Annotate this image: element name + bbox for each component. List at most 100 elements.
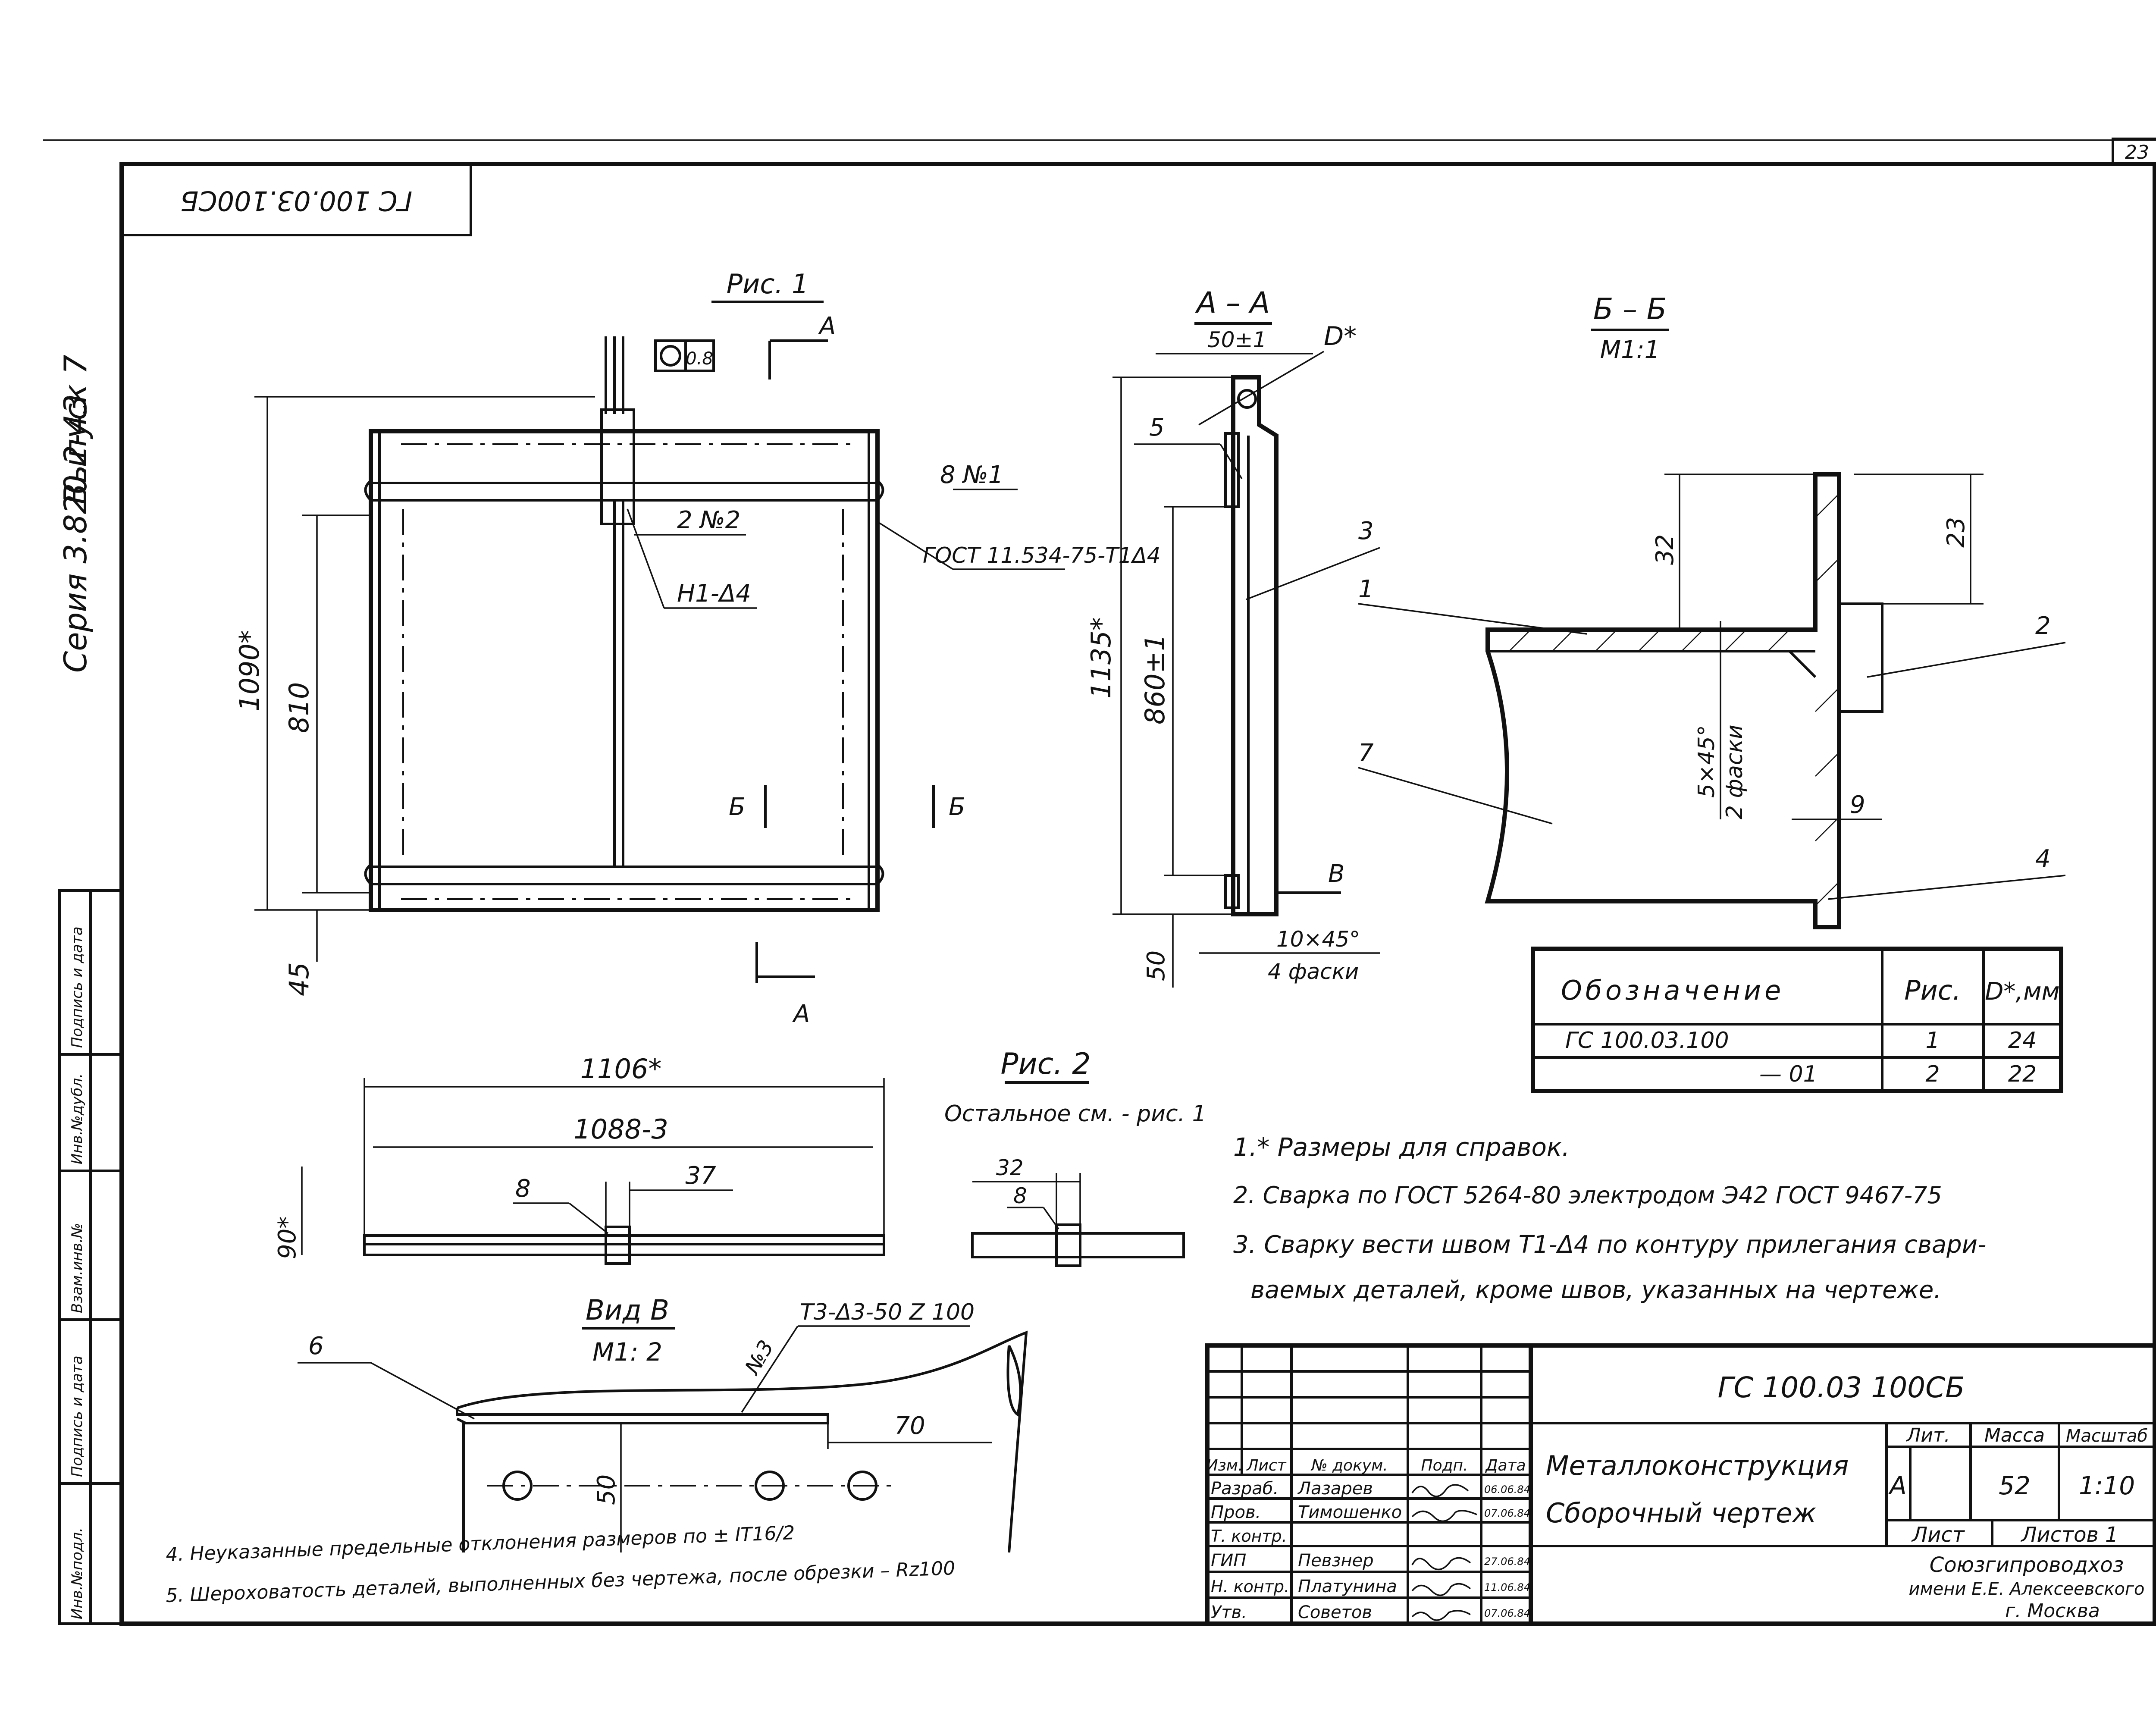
margin-field: Подпись и дата: [69, 926, 86, 1048]
dim-810: 810: [283, 682, 315, 733]
view-b-strip: [456, 1408, 829, 1424]
tb-header: Дата: [1485, 1457, 1526, 1474]
table-cell: 22: [2008, 1061, 2037, 1087]
part5: [1224, 432, 1240, 508]
label-7: 7: [1358, 739, 1374, 767]
table-cell: 1: [1925, 1028, 1940, 1054]
fig1-front-view: Рис. 1 А 0.8 1090* 810: [234, 268, 1161, 1028]
dim-90: 90*: [273, 1217, 301, 1259]
margin-field: Подпись и дата: [69, 1355, 86, 1477]
table-outline: [1531, 947, 2063, 1093]
tb-scale: 1:10: [2079, 1471, 2135, 1500]
table-cell: ГС 100.03.100: [1565, 1028, 1729, 1054]
label-2: 2: [2035, 612, 2051, 640]
note-1: 1.* Размеры для справок.: [1233, 1132, 1570, 1162]
tb-role: Пров.: [1211, 1502, 1261, 1522]
tb-role: Н. контр.: [1211, 1577, 1289, 1596]
tb-code: ГС 100.03 100СБ: [1717, 1371, 1965, 1404]
view-b-title: Вид В: [586, 1295, 669, 1327]
section-a-mark: А: [818, 312, 836, 340]
rail-ends: [364, 480, 884, 885]
weld-label: Т3-Δ3-50 Z 100: [800, 1299, 975, 1325]
stamp-code: ГС 100.03.100СБ: [180, 185, 412, 216]
table-cell: 24: [2008, 1028, 2037, 1054]
tb-org: г. Москва: [2005, 1600, 2100, 1622]
margin-field: Инв.№дубл.: [69, 1073, 86, 1164]
tb-header: Лист: [1246, 1457, 1286, 1474]
label-gost-weld: ГОСТ 11.534-75-Т1Δ4: [923, 543, 1161, 568]
title-block: ГС 100.03 100СБ Металлоконструкция Сборо…: [1205, 1343, 2156, 1626]
tb-role: Т. контр.: [1211, 1527, 1287, 1546]
leader: [1246, 547, 1380, 600]
dim-37: 37: [685, 1162, 716, 1190]
label-6: 6: [308, 1332, 324, 1360]
view-b-scale: М1: 2: [592, 1337, 662, 1367]
tb-date: 07.06.84: [1484, 1607, 1530, 1619]
note-3-cont: ваемых деталей, кроме швов, указанных на…: [1250, 1276, 1941, 1304]
sheet-number: 23: [2125, 141, 2149, 163]
tb-role: Разраб.: [1211, 1479, 1279, 1499]
variant-table: Обозначение Рис. D*,мм ГС 100.03.100 1 2…: [1531, 947, 2063, 1093]
label-h1: Н1-Δ4: [677, 580, 751, 608]
tb-person: Лазарев: [1297, 1479, 1373, 1499]
leader: [741, 1326, 799, 1413]
dim-9: 9: [1850, 791, 1865, 819]
table-header: D*,мм: [1985, 978, 2059, 1006]
sheet-frame: [119, 162, 2156, 1626]
hatch: [1509, 493, 1839, 906]
margin-field: Взам.инв.№: [69, 1223, 86, 1313]
tb-org: Союзгипроводхоз: [1930, 1553, 2124, 1577]
dim-860: 860±1: [1139, 634, 1171, 724]
leader: [1043, 1207, 1059, 1230]
label-4: 4: [2035, 845, 2051, 873]
dim-1106: 1106*: [580, 1053, 662, 1085]
margin-field: Инв.№подл.: [69, 1527, 86, 1619]
dim-23: 23: [1942, 517, 1970, 548]
section-bb-title: Б – Б: [1593, 292, 1667, 326]
section-aa: А – А 50±1 D* 1135* 860±1 50 5 3 В 10×45…: [1085, 286, 1380, 988]
leader: [627, 508, 665, 608]
dim-chamfer-note: 4 фаски: [1268, 959, 1359, 984]
tb-name: Металлоконструкция: [1546, 1450, 1849, 1481]
flatness-value: 0.8: [686, 349, 713, 369]
table-cell: 2: [1925, 1061, 1940, 1087]
leader: [370, 1362, 475, 1420]
dim-32: 32: [996, 1155, 1024, 1180]
bottom-note-5: 5. Шероховатость деталей, выполненных бе…: [166, 1557, 956, 1607]
leader: [1358, 767, 1553, 825]
bottom-note-4: 4. Неуказанные предельные отклонения раз…: [166, 1522, 796, 1566]
tb-sheet-label: Лист: [1911, 1523, 1965, 1547]
leader: [877, 521, 953, 570]
dim-45: 45: [283, 962, 315, 996]
plan-lug: [605, 1226, 631, 1265]
tb-date: 11.06.84: [1484, 1581, 1530, 1593]
tb-person: Платунина: [1298, 1577, 1397, 1596]
dim-1088: 1088-3: [573, 1113, 668, 1145]
section-b-mark: Б: [949, 793, 965, 821]
series-label: Серия 3.820.2-43: [57, 394, 94, 673]
tb-sheets-label: Листов 1: [2020, 1523, 2118, 1547]
section-bb: Б – Б М1:1 32 23 5×45° 2 фаски 9 1 2: [1358, 292, 2066, 929]
tb-scale-label: Масштаб: [2066, 1426, 2148, 1446]
tb-person: Тимошенко: [1298, 1502, 1402, 1522]
frame-outline: [369, 429, 880, 912]
tb-person: Певзнер: [1298, 1551, 1374, 1571]
sheet-number-box: [2112, 138, 2156, 165]
note-2: 2. Сварка по ГОСТ 5264-80 электродом Э42…: [1233, 1182, 1942, 1209]
plan-view: 1106* 1088-3 37 8 90*: [273, 1053, 885, 1265]
dim-1135: 1135*: [1085, 617, 1117, 699]
label-1: 1: [1358, 575, 1374, 603]
tb-mass: 52: [1999, 1471, 2031, 1500]
weld-number: №3: [740, 1336, 778, 1379]
break-line: [457, 1330, 1028, 1553]
tb-header: Подп.: [1421, 1457, 1468, 1474]
section-a-mark: А: [792, 1000, 810, 1028]
dim-5x45: 5×45°: [1694, 725, 1720, 798]
fig2-note: Остальное см. - рис. 1: [944, 1101, 1206, 1127]
leader: [1219, 444, 1243, 479]
tb-doc-type: Сборочный чертеж: [1546, 1497, 1816, 1529]
dim-1090: 1090*: [234, 630, 265, 712]
view-b-end: [1006, 1345, 1022, 1417]
lug-plate: [600, 408, 635, 525]
flatness-icon: [660, 345, 681, 367]
